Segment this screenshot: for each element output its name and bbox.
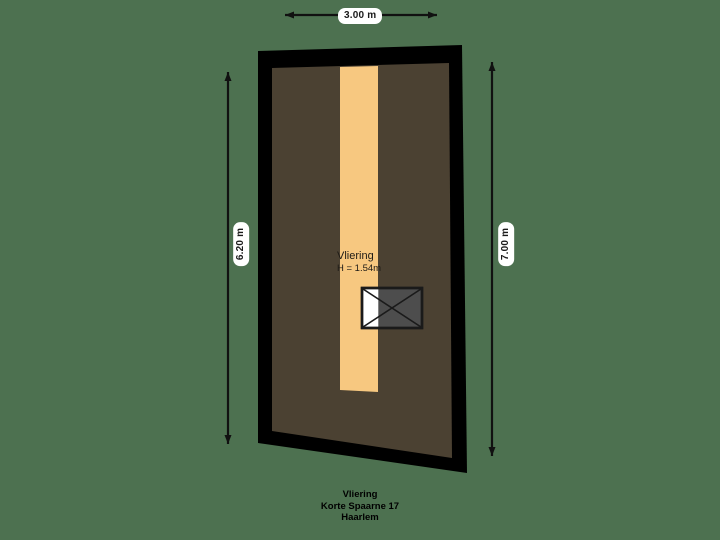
caption-line-city: Haarlem [341,512,379,523]
dimension-label-left: 6.20 m [233,221,250,267]
caption-line-floor: Vliering [342,489,378,500]
dimension-label-top: 3.00 m [338,8,383,24]
stair-opening [360,286,424,330]
dimension-label-right: 7.00 m [498,221,515,267]
stair-diagonal-2 [362,288,422,328]
stair-opening-light-part [363,289,379,327]
caption-line-address: Korte Spaarne 17 [320,500,400,512]
stair-opening-outline [360,286,424,330]
room-height-label: H = 1.54m [337,263,382,274]
dimension-line-right [488,62,496,456]
floor-highlight-strip [340,66,378,392]
plan-caption: Vliering Korte Spaarne 17 Haarlem [0,489,720,524]
room-name-label: Vliering [337,250,374,262]
dimension-line-left [224,72,232,444]
